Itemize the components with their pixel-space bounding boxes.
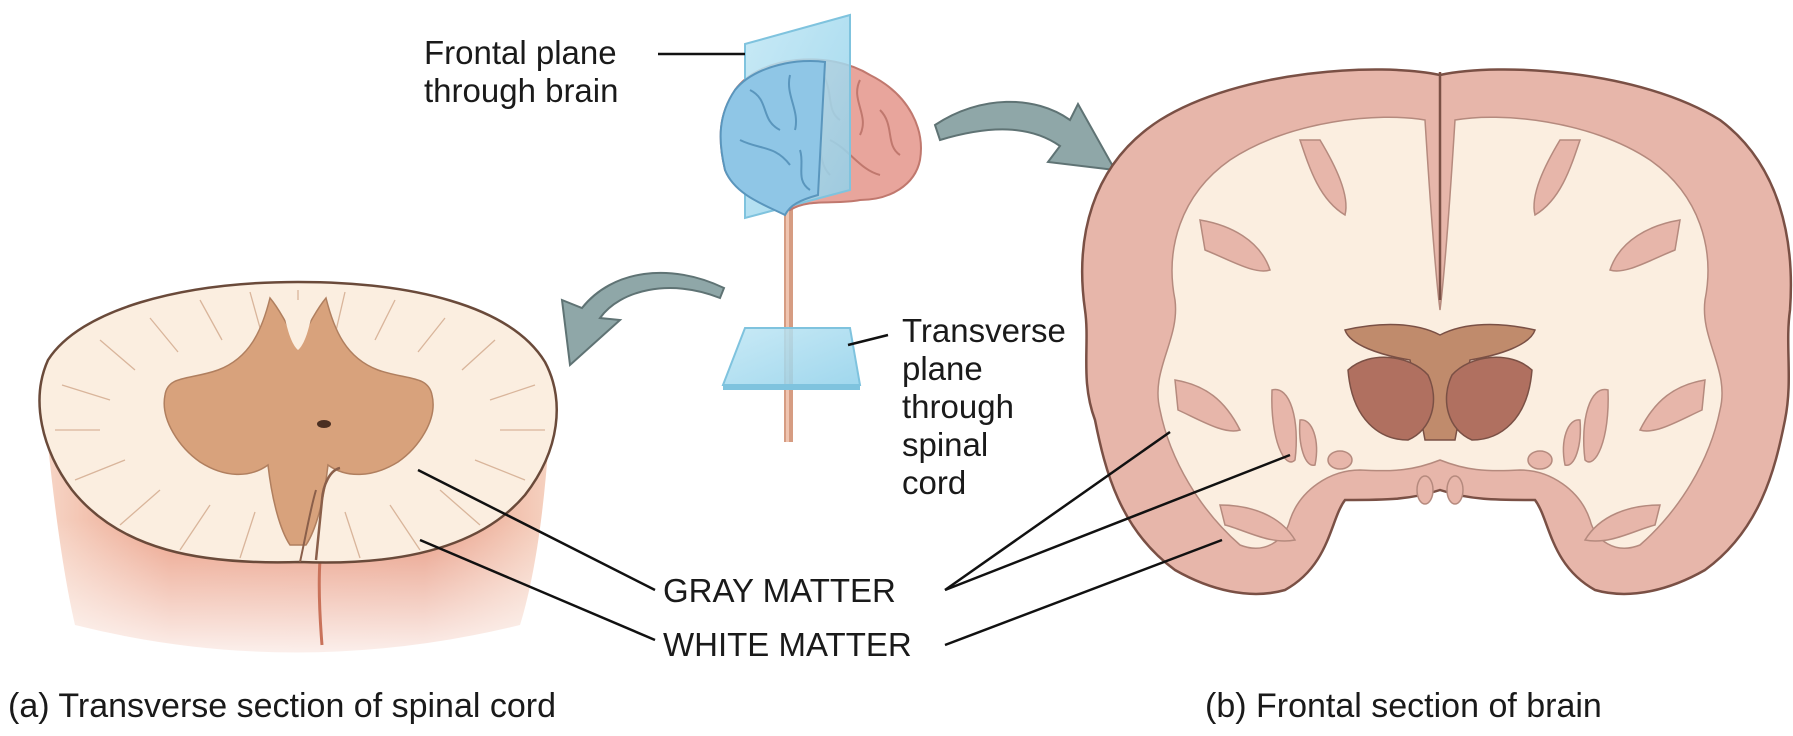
leader-white-brain — [945, 540, 1222, 645]
leader-transverse-plane — [848, 335, 888, 345]
arrow-to-spinal-cord — [562, 273, 724, 365]
central-canal — [317, 420, 331, 428]
label-transverse-plane: Transverse plane through spinal cord — [902, 312, 1066, 502]
arrow-to-brain — [935, 102, 1115, 170]
spinal-cord-section — [40, 282, 557, 670]
brain-medial-half — [721, 61, 825, 215]
brain-frontal-section — [1082, 69, 1791, 593]
label-gray-matter: GRAY MATTER — [663, 572, 896, 610]
caption-brain: (b) Frontal section of brain — [1205, 686, 1602, 726]
caption-spinal-cord: (a) Transverse section of spinal cord — [8, 686, 556, 726]
label-white-matter: WHITE MATTER — [663, 626, 912, 664]
transverse-plane — [723, 328, 860, 385]
label-frontal-plane: Frontal plane through brain — [424, 34, 618, 110]
